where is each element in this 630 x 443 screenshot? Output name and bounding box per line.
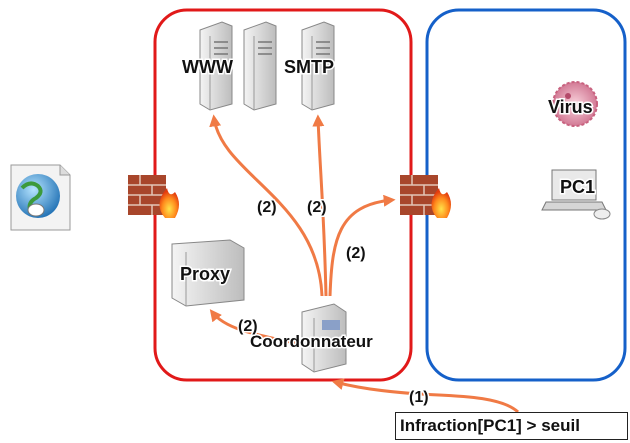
virus-label: Virus <box>548 97 593 117</box>
flow-arrows <box>209 114 520 414</box>
proxy-server-icon <box>171 239 245 307</box>
server-icon <box>301 21 335 111</box>
pc1-label: PC1 <box>560 177 595 197</box>
firewall-icon <box>128 175 179 218</box>
firewall-icon <box>400 175 451 218</box>
arrow-coordinator-to-proxy <box>209 309 301 346</box>
server-icon <box>243 21 277 111</box>
arrow-coordinator-to-firewall <box>328 194 396 297</box>
step-label-smtp: (2) <box>307 199 327 216</box>
arrow-coordinator-to-www <box>209 114 324 297</box>
step-label-proxy: (2) <box>238 318 258 335</box>
coordinator-label: Coordonnateur <box>250 332 373 351</box>
virus-icon <box>552 81 598 127</box>
trigger-condition-box: Infraction[PC1] > seuil <box>395 412 628 440</box>
coordinator-server-icon <box>301 303 347 373</box>
www-label: WWW <box>182 57 233 77</box>
smtp-label: SMTP <box>284 57 334 77</box>
step-label-www: (2) <box>257 199 277 216</box>
step-label-firewall: (2) <box>346 245 366 262</box>
internet-globe-icon <box>10 164 71 231</box>
arrow-trigger-to-coordinator <box>331 378 520 414</box>
server-icon <box>199 21 233 111</box>
arrow-coordinator-to-smtp <box>312 114 328 297</box>
laptop-icon <box>541 169 611 220</box>
proxy-label: Proxy <box>180 264 230 284</box>
step-label-trigger: (1) <box>409 389 429 406</box>
